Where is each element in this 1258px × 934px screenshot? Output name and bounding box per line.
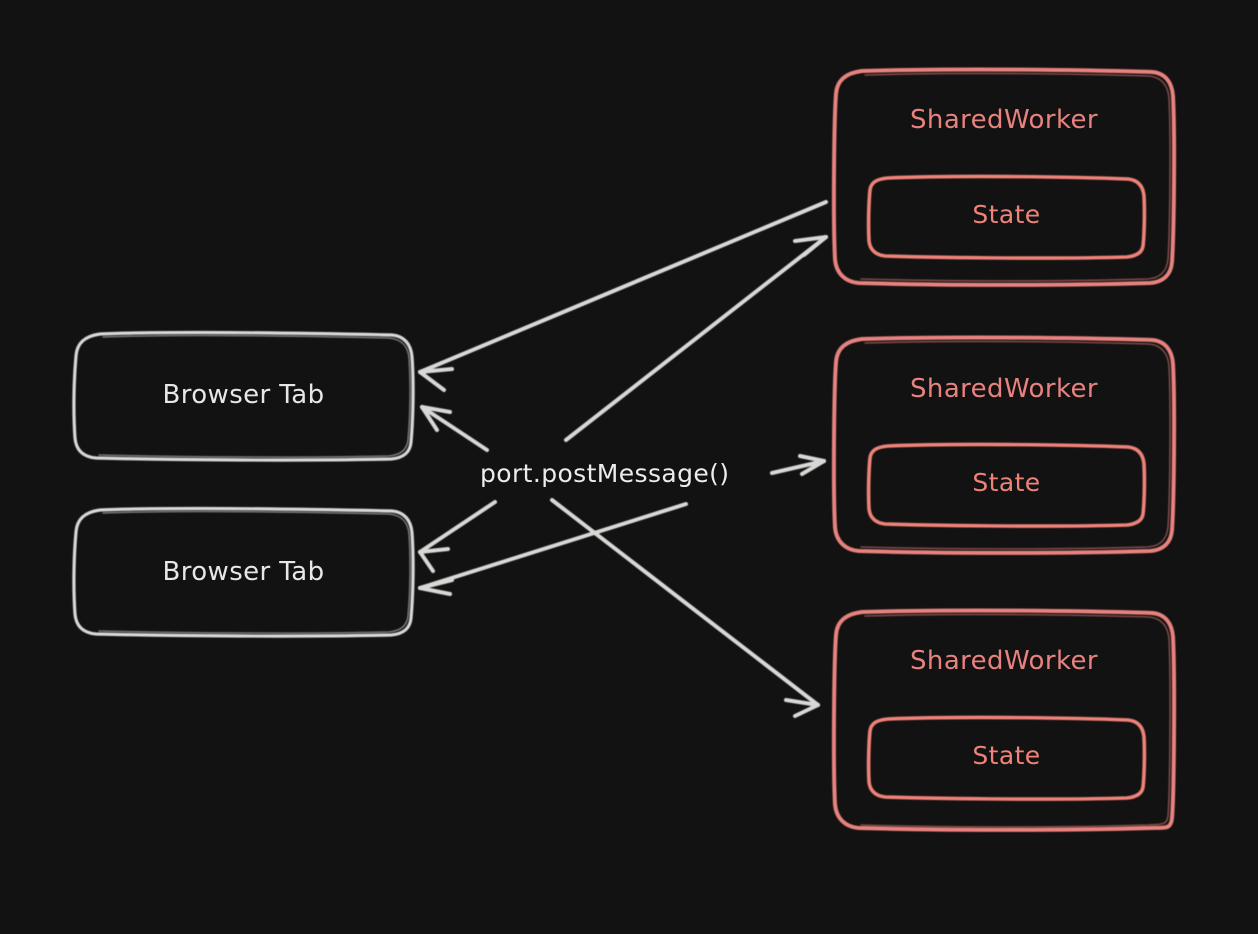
shared-worker-1-shape[interactable] [831, 67, 1177, 287]
shared-worker-3-state-shape[interactable] [866, 715, 1147, 801]
browser-tab-2-shape[interactable] [72, 506, 415, 638]
browser-tab-1-shape[interactable] [72, 330, 415, 462]
shared-worker-1-state-shape[interactable] [866, 174, 1147, 260]
arrow-tab2-to-worker3[interactable] [550, 498, 820, 718]
arrow-label-to-tab2[interactable] [418, 500, 497, 573]
arrow-label-to-tab1[interactable] [420, 405, 489, 452]
shared-worker-2-state-shape[interactable] [866, 442, 1147, 528]
arrow-worker1-to-tab1[interactable] [418, 200, 828, 392]
arrow-worker-to-tab2[interactable] [418, 502, 688, 596]
shared-worker-3-shape[interactable] [831, 608, 1177, 832]
shared-worker-2-shape[interactable] [831, 335, 1177, 555]
arrow-label-to-worker2[interactable] [770, 454, 826, 476]
arrow-label-to-worker1[interactable] [564, 235, 828, 442]
